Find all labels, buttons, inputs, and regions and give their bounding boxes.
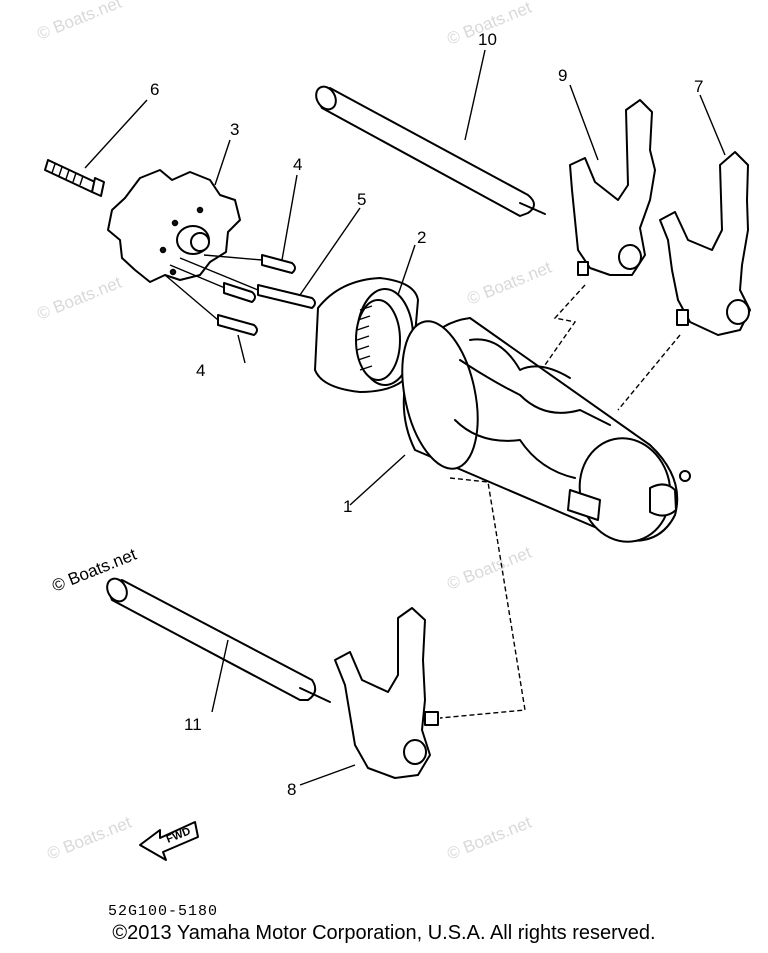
shift-guide-bar-lower bbox=[106, 577, 331, 703]
segment-plate bbox=[107, 169, 241, 283]
watermark: © Boats.net bbox=[444, 543, 534, 594]
callout-8: 8 bbox=[287, 780, 296, 799]
leader-lines bbox=[84, 49, 726, 786]
shift-fork-7 bbox=[659, 151, 751, 336]
callout-4-top: 4 bbox=[293, 155, 302, 174]
shift-guide-bar-upper bbox=[315, 85, 546, 217]
shift-fork-8 bbox=[334, 607, 439, 779]
callout-9: 9 bbox=[558, 66, 567, 85]
callout-5: 5 bbox=[357, 190, 366, 209]
copyright-notice: ©2013 Yamaha Motor Corporation, U.S.A. A… bbox=[112, 922, 656, 944]
shift-fork-9 bbox=[569, 99, 656, 276]
watermark: © Boats.net bbox=[34, 0, 124, 44]
callout-11: 11 bbox=[184, 715, 202, 734]
watermark: © Boats.net bbox=[34, 273, 124, 324]
watermark: © Boats.net bbox=[444, 813, 534, 864]
shift-cam-drum bbox=[401, 317, 691, 543]
forward-arrow-icon: FWD bbox=[139, 821, 199, 861]
watermark: © Boats.net bbox=[464, 258, 554, 309]
callout-10: 10 bbox=[478, 30, 497, 49]
dowel-pins bbox=[164, 254, 316, 336]
callout-1: 1 bbox=[343, 497, 352, 516]
screw-bolt bbox=[44, 159, 105, 197]
watermark: © Boats.net bbox=[44, 813, 134, 864]
callout-7: 7 bbox=[694, 77, 703, 96]
callout-2: 2 bbox=[417, 228, 426, 247]
callouts: 1 2 3 4 4 5 6 7 8 9 10 11 bbox=[150, 30, 703, 799]
callout-6: 6 bbox=[150, 80, 159, 99]
callout-3: 3 bbox=[230, 120, 239, 139]
diagram-code: 52G100-5180 bbox=[108, 903, 218, 920]
bearing bbox=[314, 277, 419, 393]
callout-4-bottom: 4 bbox=[196, 361, 205, 380]
